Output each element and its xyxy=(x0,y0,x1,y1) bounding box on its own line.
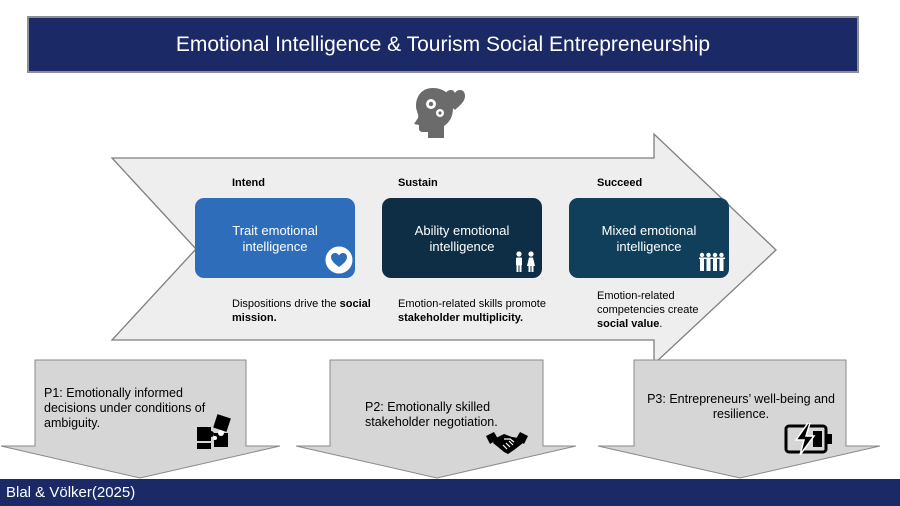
title-bar: Emotional Intelligence & Tourism Social … xyxy=(27,16,859,73)
ability-ei-description: Emotion-related skills promote stakehold… xyxy=(398,297,563,325)
proposition-p3: P3: Entrepreneurs’ well-being and resili… xyxy=(647,392,835,421)
mixed-ei-description: Emotion-related competencies create soci… xyxy=(597,289,712,331)
mixed-ei-label: Mixed emotional intelligence xyxy=(601,223,697,254)
citation: Blal & Völker(2025) xyxy=(6,484,136,501)
heart-icon xyxy=(324,245,354,275)
group-people-icon xyxy=(699,252,725,271)
mixed-desc-text: Emotion-related competencies create xyxy=(597,290,699,316)
trait-ei-label: Trait emotional intelligence xyxy=(232,223,318,254)
down-arrow-p3 xyxy=(597,359,881,479)
head-heart-icon xyxy=(414,88,465,138)
stage-label-intend: Intend xyxy=(232,177,265,189)
mixed-desc-bold: social value xyxy=(597,318,660,330)
footer-bar: Blal & Völker(2025) xyxy=(0,479,900,506)
stage-label-succeed: Succeed xyxy=(597,177,643,189)
ability-desc-text: Emotion-related skills promote xyxy=(398,298,546,310)
stage-label-sustain: Sustain xyxy=(398,177,438,189)
puzzle-icon xyxy=(197,414,231,449)
battery-icon xyxy=(784,423,832,455)
mixed-desc-post: . xyxy=(659,318,663,330)
two-people-icon xyxy=(516,251,535,272)
ability-ei-box: Ability emotional intelligence xyxy=(382,198,542,278)
trait-ei-description: Dispositions drive the social mission. xyxy=(232,297,382,325)
trait-desc-bold: social mission. xyxy=(232,298,371,324)
handshake-icon xyxy=(486,432,528,454)
trait-desc-text: Dispositions drive the xyxy=(232,298,340,310)
page-title: Emotional Intelligence & Tourism Social … xyxy=(175,32,711,56)
ability-desc-bold: stakeholder multiplicity. xyxy=(398,312,524,324)
proposition-p1: P1: Emotionally informed decisions under… xyxy=(44,386,206,430)
proposition-p2: P2: Emotionally skilled stakeholder nego… xyxy=(365,400,498,429)
ability-ei-label: Ability emotional intelligence xyxy=(414,223,510,254)
